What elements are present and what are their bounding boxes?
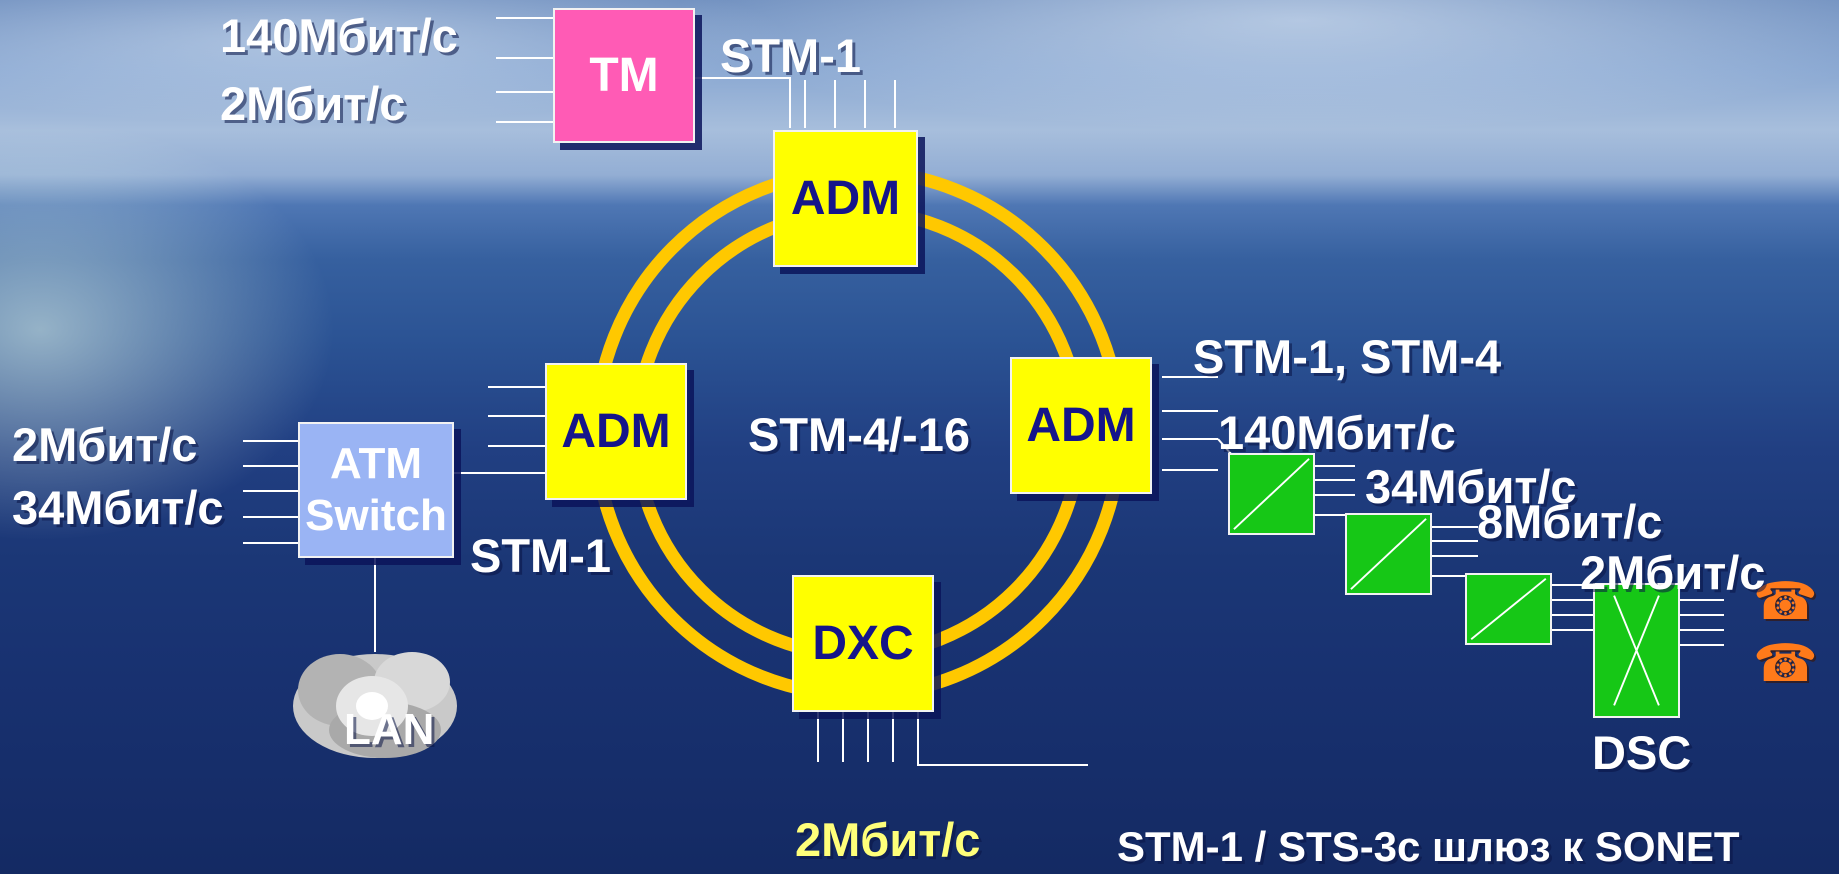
- mux-8-2: [1465, 573, 1552, 645]
- telephone-icon: ☎: [1753, 573, 1818, 631]
- mux-34-8: [1345, 513, 1432, 595]
- dsc-label: DSC: [1592, 726, 1692, 779]
- tributary-lines: [243, 17, 1724, 766]
- atm-switch-node: ATM Switch: [298, 422, 454, 558]
- atm-rate-2-label: 2Мбит/с: [12, 418, 198, 471]
- ring-rate-label: STM-4/-16: [748, 408, 970, 461]
- tm-rate-2-label: 2Мбит/с: [220, 77, 406, 130]
- adm-right-node: ADM: [1010, 357, 1152, 494]
- atm-switch-label-line1: ATM: [329, 439, 423, 488]
- lan-label: LAN: [344, 705, 435, 754]
- tm-stm1-label: STM-1: [720, 29, 861, 82]
- atm-rate-34-label: 34Мбит/с: [12, 481, 224, 534]
- multiplexer-icon: [1233, 458, 1310, 530]
- atm-stm1-label: STM-1: [470, 529, 611, 582]
- right-2-label: 2Мбит/с: [1580, 546, 1766, 599]
- right-34-label: 34Мбит/с: [1365, 460, 1577, 513]
- multiplexer-icon: [1470, 578, 1547, 640]
- adm-top-label: ADM: [790, 172, 901, 225]
- lan-cloud-icon: [293, 652, 457, 758]
- right-8-label: 8Мбит/с: [1477, 495, 1663, 548]
- cross-connect-icon: [1613, 595, 1660, 706]
- dxc-rate-label: 2Мбит/с: [795, 813, 981, 866]
- tm-node: TM: [553, 8, 695, 143]
- multiplexer-icon: [1350, 518, 1427, 590]
- mux-140-34: [1228, 453, 1315, 535]
- telephone-icon: ☎: [1753, 635, 1818, 693]
- adm-right-label: ADM: [1026, 399, 1136, 452]
- adm-top-node: ADM: [773, 130, 918, 267]
- right-stm-label: STM-1, STM-4: [1193, 330, 1502, 383]
- right-140-label: 140Мбит/с: [1218, 406, 1456, 459]
- sonet-gateway-label: STM-1 / STS-3c шлюз к SONET: [1117, 823, 1740, 870]
- adm-left-node: ADM: [545, 363, 687, 500]
- tm-label: TM: [589, 49, 659, 102]
- dxc-node: DXC: [792, 575, 934, 712]
- atm-switch-label-line2: Switch: [305, 491, 447, 540]
- dsc-node: [1593, 583, 1680, 718]
- adm-left-label: ADM: [561, 405, 671, 458]
- tm-rate-140-label: 140Мбит/с: [220, 9, 458, 62]
- dxc-label: DXC: [812, 617, 914, 670]
